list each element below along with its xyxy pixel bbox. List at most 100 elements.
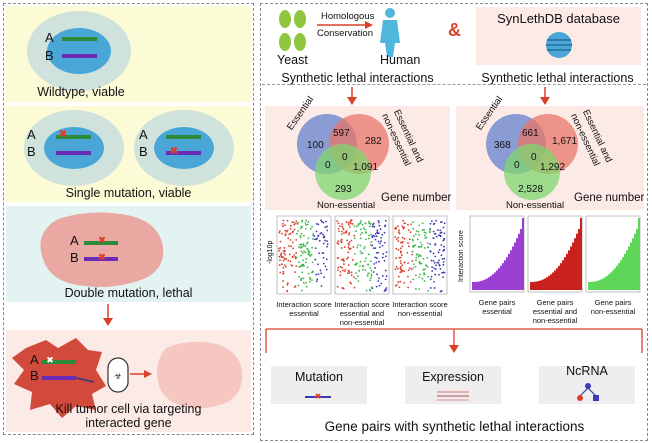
scatter-point bbox=[305, 257, 308, 260]
bar-mark bbox=[534, 281, 536, 290]
bar-mark bbox=[544, 278, 546, 290]
scatter-point bbox=[398, 256, 401, 259]
single-mutation-panel: ✖ ✖ A B A B Single mutation, viable bbox=[6, 106, 251, 202]
mutation-icon: ✖ bbox=[305, 392, 331, 401]
gene-b-label: B bbox=[27, 144, 36, 159]
scatter-point bbox=[407, 269, 410, 272]
scatter-point bbox=[365, 238, 367, 241]
scatter-point bbox=[314, 258, 317, 261]
scatter-point bbox=[284, 229, 287, 232]
scatter-point bbox=[339, 266, 342, 268]
scatter-point bbox=[401, 225, 404, 228]
scatter-point bbox=[286, 283, 289, 286]
bar-mark bbox=[568, 250, 570, 290]
scatter-point bbox=[350, 282, 352, 285]
yeast-label: Yeast bbox=[277, 53, 308, 67]
database-icon bbox=[546, 32, 572, 58]
bar-mark bbox=[532, 281, 534, 290]
scatter-point bbox=[412, 266, 415, 269]
scatter-point bbox=[363, 247, 366, 250]
nonessential-circle bbox=[315, 144, 371, 200]
scatter-point bbox=[396, 267, 399, 270]
scatter-point bbox=[357, 275, 359, 278]
bar-mark bbox=[522, 218, 524, 290]
scatter-point bbox=[418, 276, 421, 279]
scatter-point bbox=[278, 230, 281, 233]
scatter-point bbox=[368, 234, 370, 237]
scatter-point bbox=[443, 238, 445, 241]
bar-mark bbox=[594, 281, 596, 290]
scatter-point bbox=[378, 277, 380, 280]
scatter-point bbox=[343, 270, 346, 273]
bar-mark bbox=[558, 265, 560, 290]
scatter-point bbox=[434, 268, 437, 271]
scatter-point bbox=[394, 227, 396, 230]
ncrna-label: NcRNA bbox=[566, 364, 608, 378]
venn-value-597: 597 bbox=[333, 128, 350, 139]
venn-right-diagram bbox=[486, 114, 578, 200]
scatter-point bbox=[429, 287, 432, 289]
scatter-point bbox=[347, 264, 350, 266]
scatter-point bbox=[435, 235, 438, 238]
scatter-point bbox=[301, 271, 304, 274]
scatter-point bbox=[280, 252, 283, 255]
scatter-point bbox=[280, 256, 283, 259]
scatter-point bbox=[300, 227, 302, 230]
scatter-point bbox=[361, 231, 364, 234]
bar-mark bbox=[572, 242, 574, 290]
scatter-point bbox=[310, 253, 313, 256]
scatter-point bbox=[365, 257, 367, 260]
scatter-point bbox=[418, 253, 421, 256]
scatter-point bbox=[347, 223, 350, 226]
scatter-point bbox=[369, 267, 372, 269]
bar-mark bbox=[616, 265, 618, 290]
bar-mark bbox=[580, 218, 582, 290]
scatter-point bbox=[369, 244, 372, 246]
scatter-point bbox=[385, 255, 387, 258]
scatter-point bbox=[337, 266, 340, 269]
scatter-point bbox=[338, 230, 341, 232]
scatter-point bbox=[371, 236, 374, 239]
scatter-point bbox=[304, 251, 307, 254]
scatter-point bbox=[355, 230, 358, 233]
venn-value-1292: 1,292 bbox=[540, 162, 566, 173]
scatter-point bbox=[384, 278, 387, 281]
venn-label-nonessential: Non-essential bbox=[317, 200, 376, 211]
bar-mark bbox=[514, 242, 516, 290]
scatter-point bbox=[282, 256, 285, 259]
scatter-point bbox=[374, 232, 377, 235]
scatter-point bbox=[285, 258, 288, 260]
bar-mark bbox=[576, 233, 578, 290]
scatter-point bbox=[341, 223, 344, 225]
scatter-point bbox=[394, 236, 397, 239]
scatter-point bbox=[355, 225, 358, 228]
scatter-point bbox=[362, 227, 365, 229]
scatter-point bbox=[279, 240, 282, 243]
scatter-point bbox=[430, 259, 433, 262]
scatter-point bbox=[362, 265, 364, 268]
scatter-point bbox=[311, 270, 314, 273]
scatter-point bbox=[291, 241, 294, 244]
bar-mark bbox=[546, 277, 548, 290]
scatter-point bbox=[434, 273, 437, 276]
scatter-point bbox=[301, 263, 304, 266]
venn-value-0a: 0 bbox=[325, 160, 331, 171]
scatter-point bbox=[307, 220, 310, 223]
bar-mark bbox=[636, 228, 638, 290]
scatter-point bbox=[281, 232, 283, 235]
scatter-point bbox=[372, 247, 375, 250]
bar-mark bbox=[506, 257, 508, 290]
scatter-point bbox=[307, 250, 310, 253]
scatter-point bbox=[294, 256, 297, 258]
venn-value-293: 293 bbox=[335, 184, 352, 195]
scatter-point bbox=[381, 244, 384, 247]
scatter-point bbox=[372, 271, 375, 273]
bar-caption-2a: Gene pairs bbox=[536, 298, 574, 307]
scatter-point bbox=[385, 251, 388, 254]
scatter-point bbox=[278, 264, 281, 266]
scatter-point bbox=[416, 253, 419, 256]
bar-mark bbox=[484, 279, 486, 290]
scatter-point bbox=[347, 242, 350, 245]
scatter-point bbox=[309, 276, 311, 279]
scatter-point bbox=[339, 274, 342, 277]
